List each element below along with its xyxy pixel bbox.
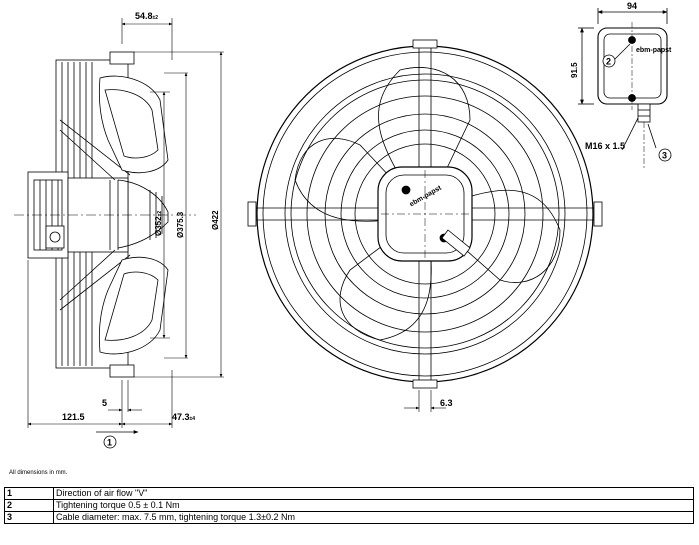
callout-3: 3 <box>662 151 667 161</box>
side-view <box>14 51 196 378</box>
callout-2-circle <box>602 54 616 68</box>
callout-1: 1 <box>107 438 112 448</box>
callout-2: 2 <box>606 57 611 67</box>
callout-3-circle <box>658 148 672 162</box>
dim-121-5: 121.5 <box>62 412 85 422</box>
legend-text: Tightening torque 0.5 ± 0.1 Nm <box>53 499 694 512</box>
legend-number: 1 <box>4 487 54 500</box>
dim-47-3: 47.3±4 <box>172 412 195 422</box>
dim-375-3: Ø375.3 <box>176 211 185 238</box>
terminal-box-side <box>45 225 65 249</box>
dim-352: Ø352±2 <box>154 211 163 236</box>
front-blade-3 <box>339 213 432 341</box>
front-blade-2 <box>424 189 561 283</box>
dim-5: 5 <box>102 398 107 408</box>
dim-54-8: 54.8±2 <box>135 11 158 21</box>
blade-lower <box>98 256 169 355</box>
cable-gland <box>637 103 651 123</box>
front-dimensions <box>404 390 446 412</box>
front-view <box>247 39 603 389</box>
legend-number: 2 <box>4 499 54 512</box>
legend-text: Direction of air flow "V" <box>53 487 694 500</box>
legend-text: Cable diameter: max. 7.5 mm, tightening … <box>53 511 694 524</box>
legend-number: 3 <box>4 511 54 524</box>
box-brand-logo: ebm-papst <box>636 47 672 54</box>
front-blade-1 <box>378 67 471 215</box>
dim-6-3: 6.3 <box>440 398 453 408</box>
blade-upper <box>98 75 169 174</box>
terminal-box-detail <box>578 8 668 168</box>
callout-1-circle <box>103 435 117 449</box>
front-blade-4 <box>294 138 426 222</box>
side-dimensions <box>27 18 224 434</box>
legend-row: 1 Direction of air flow "V" <box>4 487 694 500</box>
legend-row: 3 Cable diameter: max. 7.5 mm, tightenin… <box>4 511 694 524</box>
dimensions-note: All dimensions in mm. <box>9 470 68 476</box>
legend-row: 2 Tightening torque 0.5 ± 0.1 Nm <box>4 499 694 512</box>
dim-m16: M16 x 1.5 <box>585 141 625 151</box>
terminal-box-outline <box>597 27 668 105</box>
legend-table: 1 Direction of air flow "V" 2 Tightening… <box>4 487 694 524</box>
dim-422: Ø422 <box>211 210 220 230</box>
dim-94: 94 <box>627 1 637 11</box>
dim-91-5: 91.5 <box>570 62 579 78</box>
